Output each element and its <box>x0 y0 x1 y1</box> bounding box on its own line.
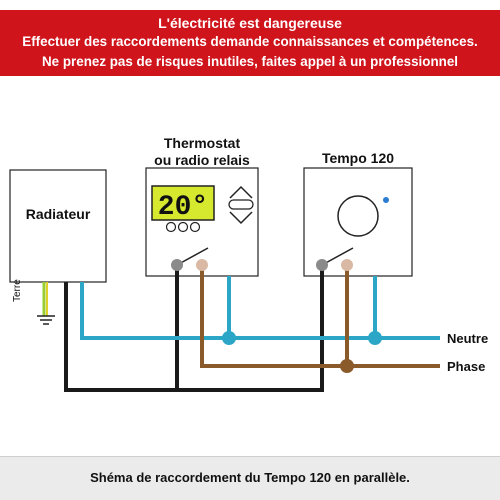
thermostat-lcd <box>151 185 215 221</box>
radiator-box <box>9 169 107 283</box>
phase-label: Phase <box>447 359 486 374</box>
warning-line-3: Ne prenez pas de risques inutiles, faite… <box>42 54 458 69</box>
warning-title: L'électricité est dangereuse <box>158 15 342 31</box>
warning-line-2: Effectuer des raccordements demande conn… <box>22 34 478 49</box>
neutral-wire-main <box>80 282 440 340</box>
warning-banner: L'électricité est dangereuse Effectuer d… <box>0 10 500 76</box>
phase-wire-thermostat <box>200 266 440 368</box>
up-arrow-icon <box>229 185 253 199</box>
neutral-label: Neutre <box>447 331 489 346</box>
down-arrow-icon <box>229 211 253 225</box>
thermostat-lcd-value: 20° <box>158 192 208 223</box>
diagram-caption: Shéma de raccordement du Tempo 120 en pa… <box>0 456 500 500</box>
thermostat-middle-button <box>228 199 254 210</box>
thermostat-button-2 <box>177 221 189 233</box>
thermostat-label-line1: Thermostat <box>163 135 241 151</box>
thermostat-label-line2: ou radio relais <box>154 152 250 168</box>
phase-junction <box>340 359 354 373</box>
thermostat-contact-beige <box>196 259 208 271</box>
black-wire <box>64 266 324 392</box>
earth-label: Terre <box>12 279 23 302</box>
tempo-dial-icon <box>337 195 379 237</box>
thermostat-contact-grey <box>171 259 183 271</box>
thermostat-button-3 <box>189 221 201 233</box>
tempo-led-icon <box>383 197 389 203</box>
neutral-junction-1 <box>222 331 236 345</box>
tempo-label: Tempo 120 <box>321 150 395 166</box>
radiator-label: Radiateur <box>25 206 91 222</box>
tempo-contact-beige <box>341 259 353 271</box>
thermostat-button-1 <box>165 221 177 233</box>
neutral-junction-2 <box>368 331 382 345</box>
tempo-contact-grey <box>316 259 328 271</box>
